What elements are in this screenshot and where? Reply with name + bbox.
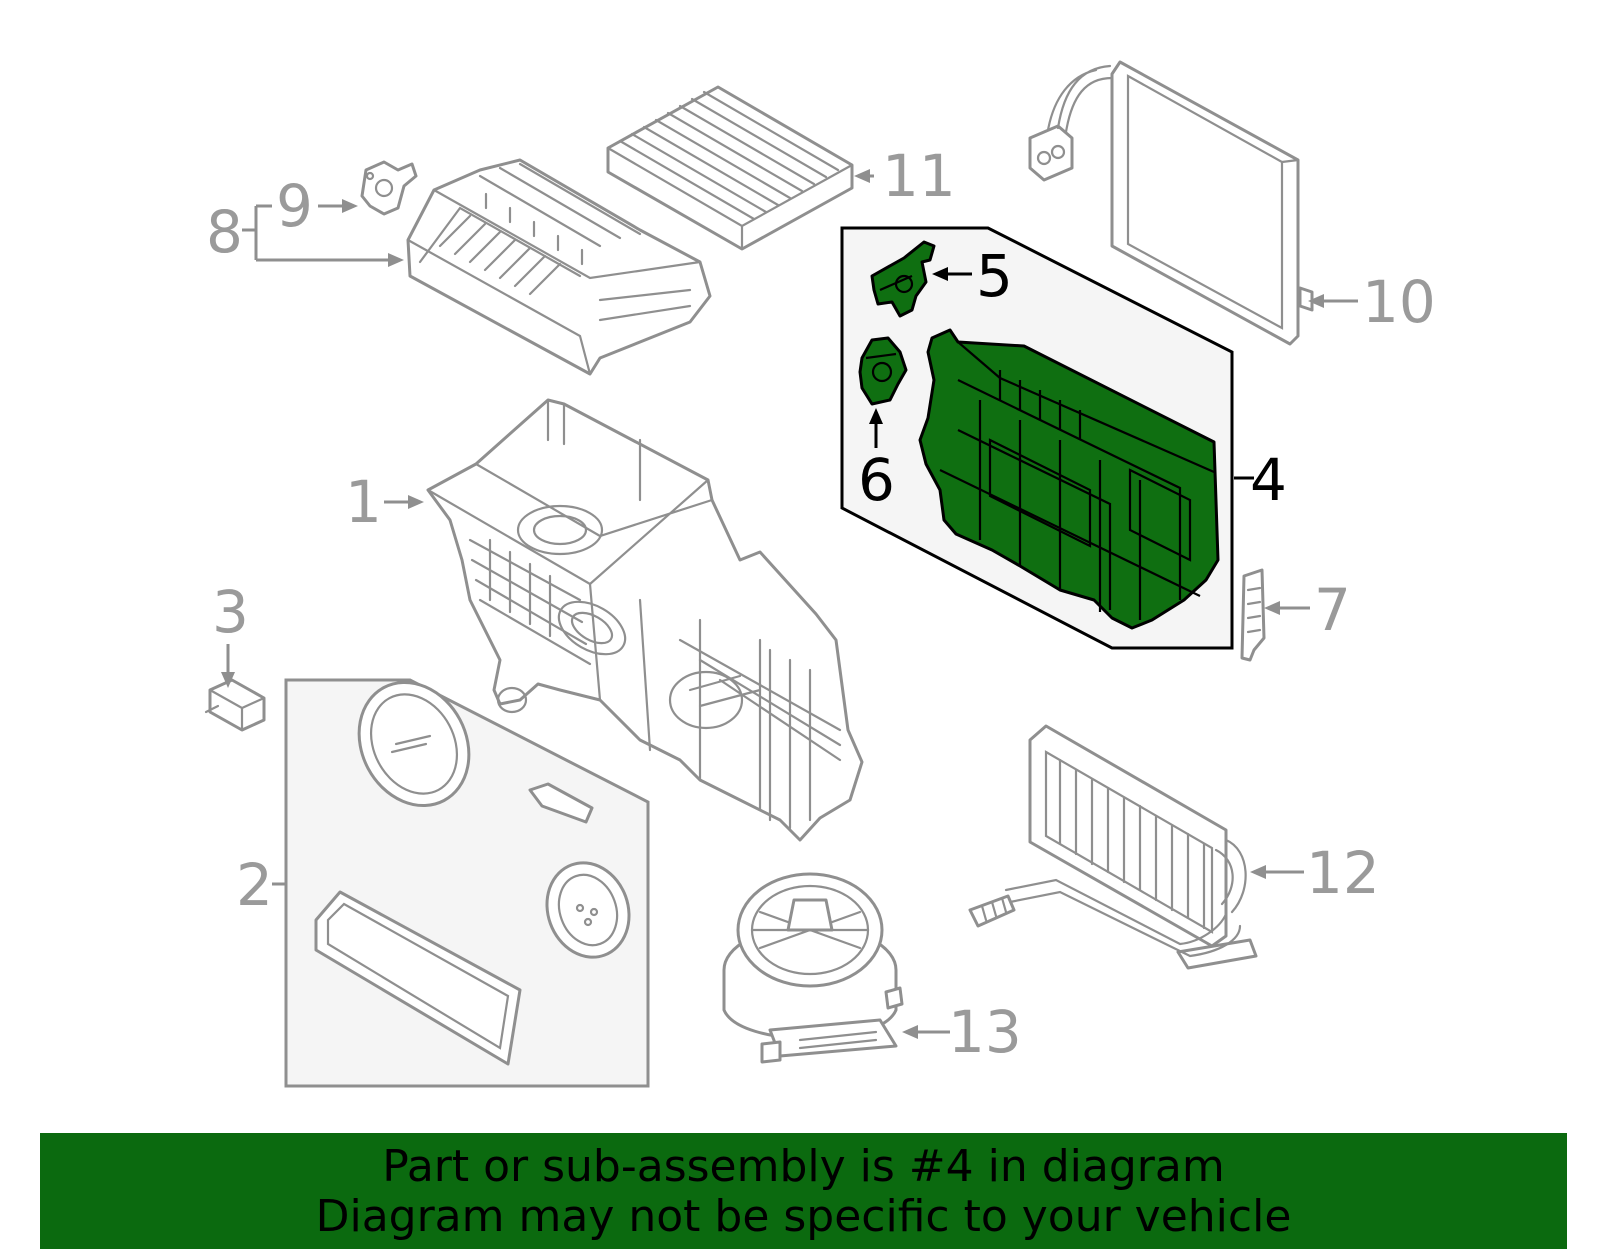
callout-3: 3: [212, 578, 249, 646]
part-11-cabin-filter[interactable]: [606, 85, 854, 251]
part-6-actuator[interactable]: [858, 336, 908, 406]
leader-5: [932, 267, 972, 281]
part-5-actuator[interactable]: [870, 240, 936, 318]
part-7-bracket[interactable]: [1240, 568, 1266, 662]
part-4-case-assembly[interactable]: [918, 328, 1220, 630]
leader-8-bracket: [242, 204, 404, 267]
callout-4: 4: [1250, 446, 1287, 514]
leader-11: [854, 169, 874, 183]
leader-12: [1250, 865, 1304, 879]
banner-part-note: Part or sub-assembly is #4 in diagram: [382, 1141, 1225, 1192]
callout-12: 12: [1306, 839, 1380, 907]
leader-1: [384, 495, 424, 509]
part-10-evaporator[interactable]: [1028, 60, 1314, 346]
leader-3: [221, 644, 235, 688]
leader-10: [1308, 294, 1358, 308]
callout-11: 11: [882, 142, 956, 210]
part-1-heater-case[interactable]: [426, 398, 864, 842]
leader-6: [869, 408, 883, 448]
callout-6: 6: [858, 446, 895, 514]
callout-13: 13: [948, 998, 1022, 1066]
part-2-seal-kit[interactable]: [284, 663, 650, 1088]
leader-9: [318, 199, 358, 213]
banner-disclaimer: Diagram may not be specific to your vehi…: [315, 1191, 1292, 1242]
callout-7: 7: [1314, 576, 1351, 644]
part-8-upper-case[interactable]: [406, 158, 712, 376]
part-9-actuator[interactable]: [360, 160, 418, 216]
callout-2: 2: [236, 851, 273, 919]
part-12-heater-core[interactable]: [968, 724, 1258, 970]
callout-8: 8: [206, 198, 243, 266]
part-3-clip[interactable]: [204, 678, 266, 732]
part-13-blower-motor[interactable]: [722, 872, 904, 1064]
leader-7: [1264, 601, 1310, 615]
info-banner: Part or sub-assembly is #4 in diagram Di…: [40, 1133, 1567, 1249]
callout-5: 5: [976, 242, 1013, 310]
callout-9: 9: [276, 172, 313, 240]
callout-10: 10: [1362, 268, 1436, 336]
callout-1: 1: [345, 468, 382, 536]
leader-13: [902, 1025, 950, 1039]
